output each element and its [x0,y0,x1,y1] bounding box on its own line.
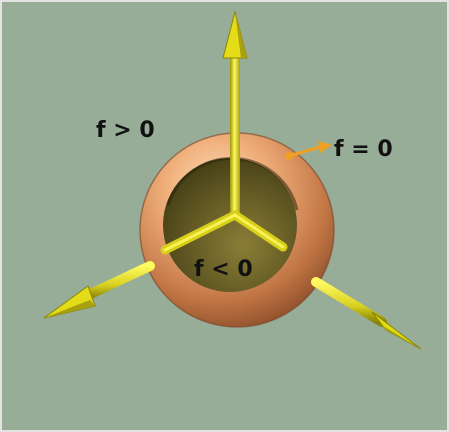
label-inside: f < 0 [194,257,253,282]
label-outside: f > 0 [96,118,155,143]
axis-lower-left [43,261,155,319]
label-surface: f = 0 [334,137,393,162]
axis-lower-right [311,277,422,350]
axis-inner-segments [160,210,288,255]
axis-vertical [222,10,248,215]
surface-pointer [285,141,332,160]
arrow-icon [318,141,332,153]
